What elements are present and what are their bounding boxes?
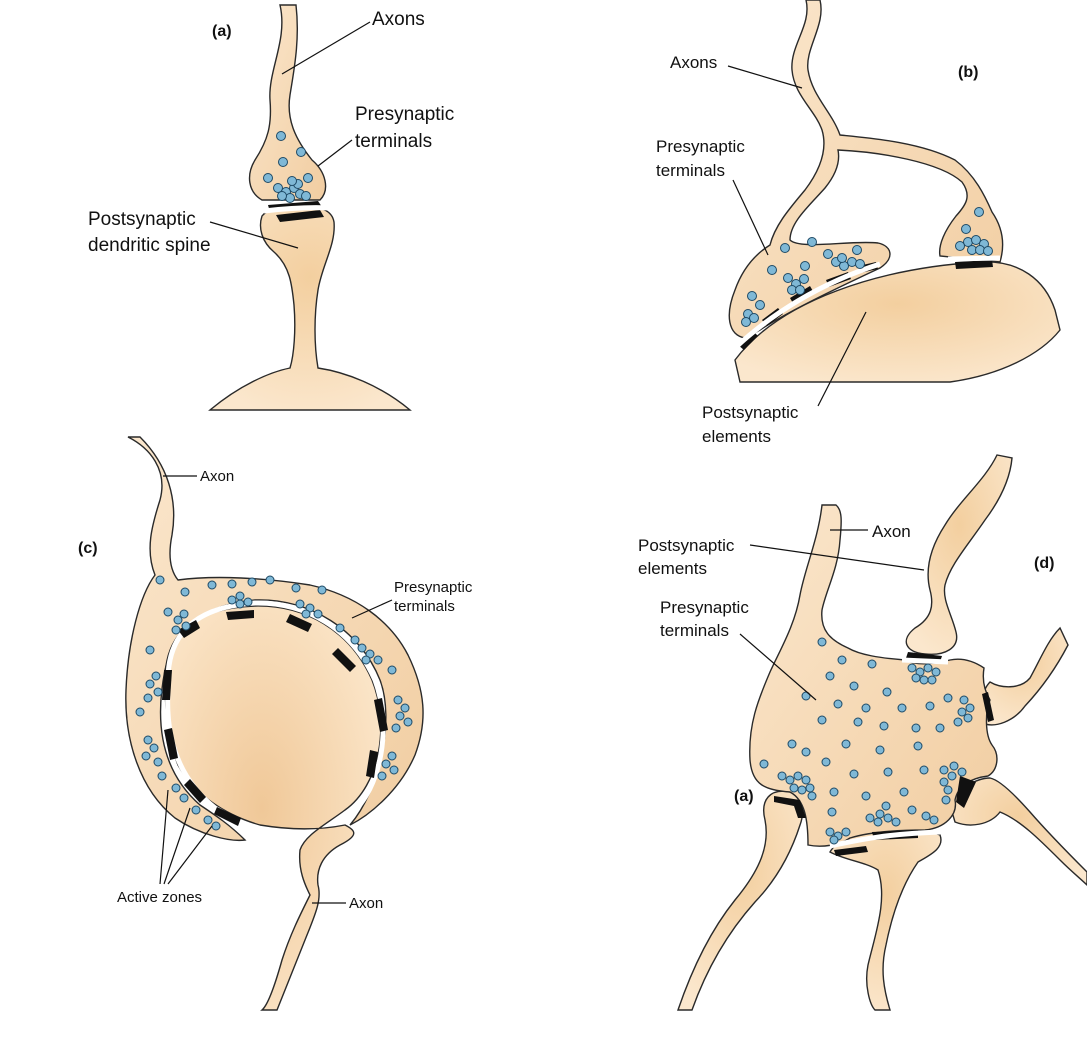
panel-d-synaptic-cleft [829,829,941,849]
panel-a-vesicles [263,131,313,203]
panel-d-postsynaptic-left [677,790,803,1011]
panel-a: (a) Axons Presynaptic [88,4,454,411]
panel-b-synaptic-cleft-2 [947,255,1001,262]
panel-c-postsynaptic-soma [164,605,382,1011]
panel-b-label-axons: Axons [670,53,717,72]
panel-b-axons [728,0,1004,339]
panel-b-vesicles [741,207,993,327]
panel-a-postsynaptic-density [276,210,324,222]
panel-d-inner-tag: (a) [734,788,754,805]
panel-c-label-presynaptic-2: terminals [394,598,455,615]
panel-a-label-axons: Axons [372,9,425,30]
panel-d-presynaptic-terminal [749,504,998,847]
panel-a-dendritic-spine [208,205,412,411]
panel-a-label-postsynaptic-1: Postsynaptic [88,209,196,230]
panel-d: (d) [638,454,1087,1011]
panel-c-label-axon-top: Axon [200,468,234,485]
panel-d-label-presynaptic-2: terminals [660,621,729,640]
panel-d-label-postsynaptic-2: elements [638,559,707,578]
panel-d-vesicles [759,637,975,845]
panel-d-synaptic-cleft-top [901,657,949,665]
panel-b-label-presynaptic-2: terminals [656,161,725,180]
panel-a-axon [248,4,327,201]
panel-d-postsynaptic-top [905,454,1013,655]
panel-b-label-postsynaptic-1: Postsynaptic [702,403,799,422]
panel-a-tag: (a) [212,23,232,40]
panel-d-postsynaptic-lower-right [949,777,1087,886]
panel-b-label-presynaptic-1: Presynaptic [656,137,745,156]
panel-c-presynaptic-terminal [125,436,424,842]
panel-c-vesicles [135,575,413,831]
panel-d-postsynaptic-right [978,626,1069,726]
panel-a-label-presynaptic-2: terminals [355,131,432,152]
panel-d-tag: (d) [1034,555,1054,572]
panel-d-label-postsynaptic-1: Postsynaptic [638,536,735,555]
panel-c-synaptic-cleft-lower [165,689,242,825]
panel-c: (c) [78,436,473,1011]
panel-d-postsynaptic-bottom [829,830,942,1011]
panel-c-label-active-zones: Active zones [117,889,202,906]
panel-c-label-axon-bottom: Axon [349,895,383,912]
panel-b-synaptic-cleft [733,261,881,350]
panel-c-active-zones [162,610,388,826]
panel-c-tag: (c) [78,540,98,557]
panel-b: (b) [656,0,1061,446]
panel-b-tag: (b) [958,64,978,81]
panel-a-label-postsynaptic-2: dendritic spine [88,235,211,256]
panel-c-label-presynaptic-1: Presynaptic [394,579,473,596]
panel-a-synaptic-cleft [263,205,331,214]
panel-d-label-presynaptic-1: Presynaptic [660,598,749,617]
panel-a-label-presynaptic-1: Presynaptic [355,104,454,125]
panel-d-label-axon: Axon [872,522,911,541]
panel-b-label-postsynaptic-2: elements [702,427,771,446]
